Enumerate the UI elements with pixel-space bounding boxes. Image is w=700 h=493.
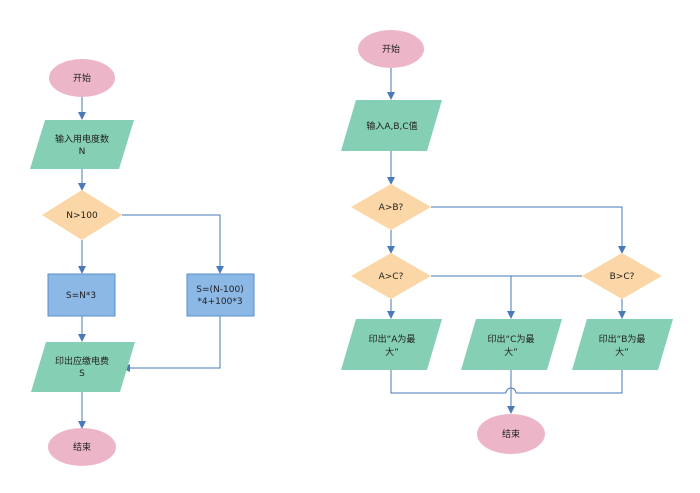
left-input-label-line2: N (79, 147, 86, 157)
edge-calc-high-to-output (122, 316, 221, 372)
left-calc-low-box (47, 273, 116, 317)
edge-out-b-merge (516, 370, 623, 394)
left-calc-high-box (186, 273, 255, 317)
left-calc-low-label: S=N*3 (66, 291, 96, 301)
decision-ab-label: A>B? (379, 203, 404, 213)
left-output-parallelogram (31, 342, 135, 392)
decision-ac-diamond (351, 253, 431, 299)
decision-bc-label: B>C? (610, 272, 635, 282)
left-start-terminal (49, 59, 115, 97)
out-b-parallelogram (572, 319, 673, 370)
out-a-parallelogram (341, 319, 442, 370)
left-end-label: 结束 (73, 441, 91, 453)
out-c-parallelogram (461, 319, 562, 370)
left-input-parallelogram (30, 120, 134, 169)
right-end-terminal (477, 414, 545, 454)
left-calc-high-label-line2: *4+100*3 (197, 297, 242, 307)
left-output-label-line1: 印出应缴电费 (55, 355, 109, 367)
decision-ab-diamond (351, 184, 431, 230)
left-start-label: 开始 (73, 72, 91, 84)
out-b-label-line2: 大” (615, 346, 629, 358)
edge-out-a-merge (390, 370, 506, 394)
out-c-label-line2: 大” (504, 346, 518, 358)
right-input-parallelogram (341, 100, 442, 151)
edge-decision-to-calc-high (122, 214, 224, 274)
out-b-label-line1: 印出“B为最 (599, 333, 646, 345)
left-flowchart: 开始 输入用电度数 N N>100 S=N*3 S=(N-100) *4+100… (30, 59, 255, 466)
out-a-label-line2: 大” (385, 346, 399, 358)
right-flowchart: 开始 输入A,B,C值 A>B? A>C? B>C? 印出“A为最 大” 印出“… (341, 30, 673, 454)
left-calc-high-label-line1: S=(N-100) (196, 285, 243, 295)
left-decision-label: N>100 (66, 211, 98, 221)
right-end-label: 结束 (502, 428, 520, 440)
out-a-label-line1: 印出“A为最 (369, 333, 416, 345)
decision-ac-label: A>C? (379, 272, 404, 282)
decision-bc-diamond (582, 253, 662, 299)
right-input-label: 输入A,B,C值 (366, 120, 417, 132)
left-decision-diamond (42, 190, 122, 240)
left-end-terminal (48, 428, 116, 466)
right-start-terminal (358, 30, 424, 68)
out-c-label-line1: 印出“C为最 (488, 333, 535, 345)
left-input-label-line1: 输入用电度数 (55, 133, 109, 145)
left-output-label-line2: S (79, 369, 85, 379)
right-start-label: 开始 (382, 43, 400, 55)
edge-ab-to-bc (431, 206, 626, 254)
